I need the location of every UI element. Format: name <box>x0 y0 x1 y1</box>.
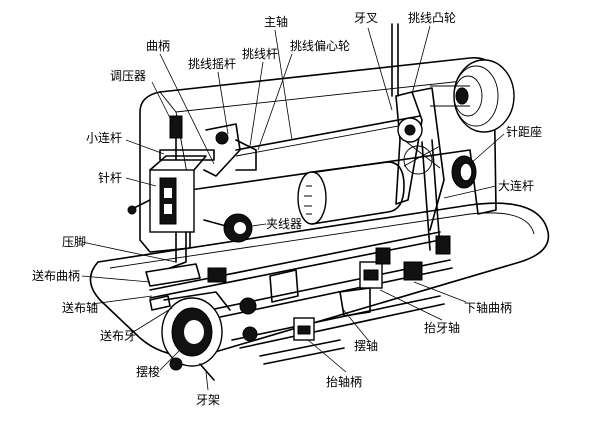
main-shaft <box>235 115 421 151</box>
machine-drawing <box>89 23 550 381</box>
label-songbu-qubing: 送布曲柄 <box>32 268 80 283</box>
label-zhuzhou: 主轴 <box>264 14 288 29</box>
leader-songbuya <box>129 307 173 335</box>
label-yacha: 牙叉 <box>354 11 378 25</box>
leader-qubing <box>159 53 215 165</box>
right-mechanism <box>391 23 477 231</box>
leader-taiyazhou <box>379 289 443 321</box>
label-xiaoliangan: 小连杆 <box>86 130 122 145</box>
leader-taizhoubing <box>307 339 347 373</box>
leader-yajia <box>205 371 209 391</box>
part-labels: 主轴 牙叉 挑线凸轮 曲柄 挑线摇杆 挑线杆 挑线偏心轮 调压器 小连杆 针距座… <box>32 11 542 407</box>
label-tiaoxian-yaogan: 挑线摇杆 <box>188 57 236 71</box>
leader-xiazhou-qubing <box>413 281 467 303</box>
label-songbuzhou: 送布轴 <box>62 300 98 315</box>
leader-zhenjuzuo <box>469 133 505 165</box>
leader-jiaxianqi <box>251 223 267 227</box>
leader-tiaoxiangan <box>249 61 264 147</box>
leader-baizhou <box>341 307 369 341</box>
label-taizhoubing: 抬轴柄 <box>326 374 362 389</box>
leader-tiaoxian-tulun <box>411 25 431 95</box>
leader-baisuo <box>159 349 181 371</box>
label-daliangan: 大连杆 <box>498 178 534 193</box>
label-baisuo: 摆梭 <box>136 364 160 379</box>
lower-cams <box>239 235 451 342</box>
label-tiaoxiangan: 挑线杆 <box>242 47 278 61</box>
label-jiaxianqi: 夹线器 <box>266 217 302 231</box>
label-tiaoxian-tulun: 挑线凸轮 <box>408 11 456 25</box>
label-zhengan: 针杆 <box>98 170 122 185</box>
label-zhenjuzuo: 针距座 <box>506 124 542 139</box>
label-tiaoyaqi: 调压器 <box>110 69 146 83</box>
handwheel <box>430 59 515 133</box>
rotating-hook <box>161 291 231 381</box>
leader-zhuzhou <box>274 29 293 141</box>
motor-cylinder <box>297 161 405 225</box>
leader-songbuzhou <box>91 295 153 305</box>
label-qubing: 曲柄 <box>146 39 170 53</box>
leader-yacha <box>367 27 393 111</box>
label-xiazhou-qubing: 下轴曲柄 <box>464 300 512 315</box>
bed-plate <box>89 202 550 357</box>
leader-songbu-qubing <box>81 275 151 283</box>
leader-yajiao <box>81 241 177 263</box>
leader-tiaoxian-pianxinlun <box>257 53 293 151</box>
leader-tiaoyaqi <box>151 81 173 123</box>
label-yajiao: 压脚 <box>62 234 86 249</box>
feed-mechanism <box>145 263 227 311</box>
label-taiyazhou: 抬牙轴 <box>424 320 460 335</box>
label-songbuya: 送布牙 <box>100 328 136 343</box>
leader-xiaoliangan <box>125 139 165 155</box>
leader-zhengan <box>125 177 157 187</box>
label-yajia: 牙架 <box>196 393 220 407</box>
label-tiaoxian-pianxinlun: 挑线偏心轮 <box>290 38 350 53</box>
label-baizhou: 摆轴 <box>354 338 378 353</box>
leader-lines <box>81 25 505 391</box>
needle-head <box>127 115 257 269</box>
leader-daliangan <box>443 185 497 199</box>
leader-tiaoxian-yaogan <box>217 71 229 135</box>
